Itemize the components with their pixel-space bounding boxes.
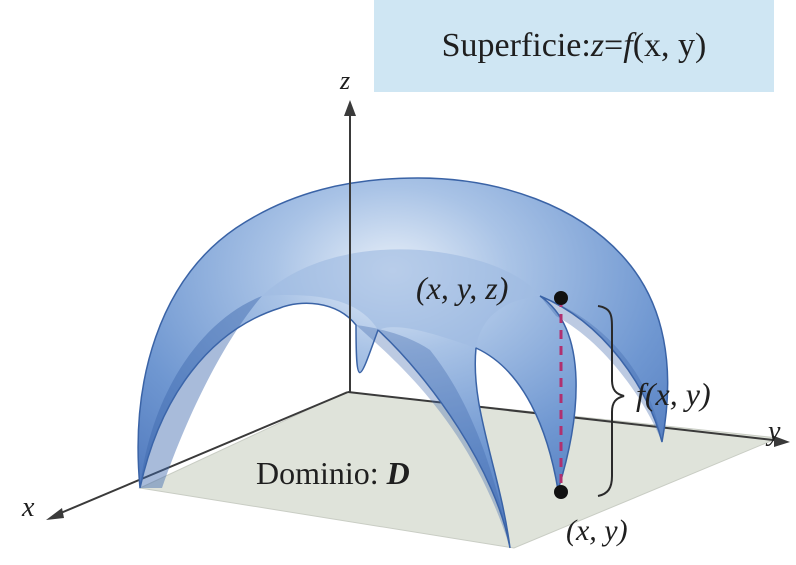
x-axis-label: x (22, 492, 35, 523)
surface-dome (137, 177, 669, 549)
surface-inner-panel (262, 249, 540, 348)
domain-label: Dominio: D (256, 455, 410, 492)
surface-arch-right (540, 296, 662, 442)
surface-point-label: (x, y, z) (416, 270, 509, 306)
domain-point (554, 485, 568, 499)
height-brace (597, 305, 625, 497)
domain-label-symbol: D (386, 455, 410, 491)
surface-arch-left (140, 296, 262, 488)
y-axis-label: y (768, 416, 781, 447)
surface-point (554, 291, 568, 305)
domain-point-label: (x, y) (566, 514, 628, 547)
surface-prefix: Superficie: (441, 27, 591, 64)
surface-f: f (623, 27, 633, 64)
y-axis-arrow (774, 436, 790, 447)
surface-equation-label: Superficie: z = f(x, y) (374, 0, 774, 92)
x-axis-arrow (46, 508, 64, 520)
surface-arch-front (356, 325, 510, 548)
z-axis-arrow (344, 100, 356, 116)
x-axis (55, 391, 349, 516)
surface-args: (x, y) (632, 27, 707, 64)
domain-label-text: Dominio: (256, 455, 387, 491)
surface-z: z (590, 27, 605, 64)
surface-eq: = (604, 27, 624, 64)
z-axis-label: z (340, 66, 351, 95)
height-label: f(x, y) (636, 376, 711, 412)
